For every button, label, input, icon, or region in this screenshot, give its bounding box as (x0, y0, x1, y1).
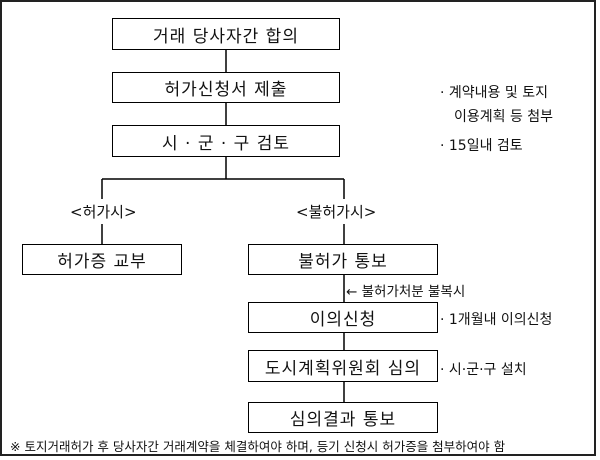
box-committee: 도시계획위원회 심의 (248, 350, 438, 382)
note-attach-line1: · 계약내용 및 토지 (440, 85, 548, 101)
box-result-notice: 심의결과 통보 (248, 402, 438, 433)
box-permit-issue: 허가증 교부 (22, 244, 182, 275)
note-committee-setup: · 시·군·구 설치 (440, 362, 527, 378)
box-objection: 이의신청 (248, 302, 438, 333)
note-attach-line2: 이용계획 등 첨부 (454, 109, 554, 125)
note-appeal: ← 불허가처분 불복시 (346, 284, 466, 300)
note-objection-period: · 1개월내 이의신청 (440, 312, 553, 328)
box-agreement: 거래 당사자간 합의 (112, 18, 340, 50)
branch-label-permit: <허가시> (70, 203, 137, 221)
branch-label-denial: <불허가시> (296, 203, 377, 221)
note-review-days: · 15일내 검토 (440, 138, 523, 154)
box-review: 시 · 군 · 구 검토 (112, 125, 340, 157)
footnote: ※ 토지거래허가 후 당사자간 거래계약을 체결하여야 하며, 등기 신청시 허… (10, 439, 506, 454)
box-application: 허가신청서 제출 (112, 72, 340, 103)
box-denial-notice: 불허가 통보 (248, 244, 438, 275)
